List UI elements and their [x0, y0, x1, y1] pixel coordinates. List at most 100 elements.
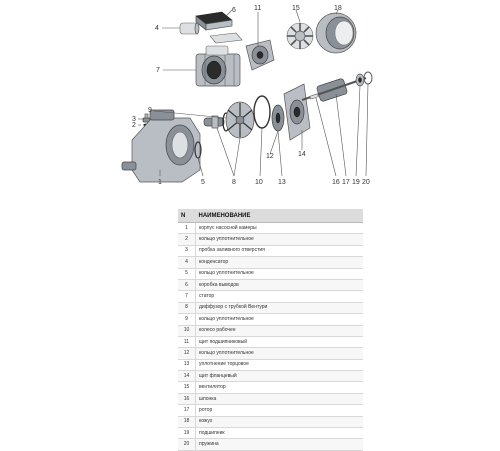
callout-7: 7: [156, 67, 160, 74]
part-name: щит подшипниковый: [195, 336, 363, 349]
part-number: 8: [178, 302, 196, 315]
callout-1: 1: [158, 179, 162, 186]
part-number: 4: [178, 256, 196, 269]
part-number: 9: [178, 313, 196, 326]
part-name: шпонка: [195, 393, 363, 406]
part-name: вентилятор: [195, 381, 363, 394]
part-number: 10: [178, 325, 196, 337]
callout-11: 11: [254, 5, 261, 12]
part-name: ротор: [195, 404, 363, 417]
part-number: 7: [178, 290, 196, 303]
part-name: колесо рабочее: [195, 325, 363, 337]
column-header-name: НАИМЕНОВАНИЕ: [195, 209, 363, 223]
part-number: 13: [178, 359, 196, 372]
part-name: диффузор с трубкой Вентури: [195, 302, 363, 315]
part-name: кольцо уплотнительное: [195, 268, 363, 280]
callout-14: 14: [298, 151, 306, 158]
callout-15: 15: [292, 5, 300, 12]
capacitor-part: [179, 22, 200, 35]
callout-18: 18: [334, 5, 342, 12]
part-number: 2: [178, 233, 196, 246]
callout-5: 5: [201, 179, 205, 186]
part-number: 3: [178, 245, 196, 258]
part-number: 15: [178, 381, 196, 394]
part-number: 14: [178, 370, 196, 383]
callout-12: 12: [266, 153, 274, 160]
part-number: 19: [178, 427, 196, 440]
part-name: кольцо уплотнительное: [195, 233, 363, 246]
callout-20: 20: [362, 179, 370, 186]
callout-10: 10: [255, 179, 263, 186]
fan-part: [286, 22, 314, 50]
part-number: 20: [178, 438, 196, 451]
callout-6: 6: [232, 7, 236, 14]
callout-16: 16: [332, 179, 340, 186]
part-number: 16: [178, 393, 196, 406]
part-name: корпус насосной камеры: [195, 222, 363, 235]
column-header-number: N: [178, 209, 196, 223]
rotor-part: [301, 77, 367, 102]
part-name: коробка выводов: [195, 279, 363, 292]
part-name: конденсатор: [195, 256, 363, 269]
stator-part: [195, 45, 241, 87]
part-name: кожух: [195, 416, 363, 429]
exploded-pump-diagram: 1 2 3 4 5 6 7 8 9 10 11 12 13 14 15 16 1…: [121, 5, 373, 186]
bearing-shield-part: [245, 39, 275, 71]
part-name: статор: [195, 290, 363, 303]
part-name: щит фланцевый: [195, 370, 363, 383]
part-number: 1: [178, 222, 196, 235]
fan-cover-part: [315, 12, 357, 54]
part-number: 18: [178, 416, 196, 429]
part-name: кольцо уплотнительное: [195, 347, 363, 360]
part-number: 11: [178, 336, 196, 349]
callout-3: 3: [132, 116, 136, 123]
mechanical-seal-part: [271, 104, 285, 132]
part-name: подшипник: [195, 427, 363, 440]
diffuser-venturi-part: [203, 115, 225, 129]
seal-ring-part-12: [253, 95, 271, 129]
bearing-part: [355, 73, 365, 87]
flange-shield-part: [283, 83, 311, 141]
terminal-box-part: [195, 11, 243, 44]
part-number: 12: [178, 347, 196, 360]
part-name: пробка заливного отверстия: [195, 245, 363, 258]
part-name: пружина: [195, 438, 363, 451]
impeller-part: [225, 101, 255, 139]
callout-4: 4: [155, 25, 159, 32]
pump-housing-part: [121, 109, 201, 183]
part-number: 5: [178, 268, 196, 280]
part-name: кольцо уплотнительное: [195, 313, 363, 326]
part-number: 17: [178, 404, 196, 417]
callout-19: 19: [352, 179, 360, 186]
part-name: уплотнение торцовое: [195, 359, 363, 372]
callout-8: 8: [232, 179, 236, 186]
part-number: 6: [178, 279, 196, 292]
callout-13: 13: [278, 179, 286, 186]
callout-2: 2: [132, 122, 136, 129]
callout-9: 9: [148, 107, 152, 114]
table-header-row: N НАИМЕНОВАНИЕ: [178, 209, 363, 223]
callout-17: 17: [342, 179, 350, 186]
